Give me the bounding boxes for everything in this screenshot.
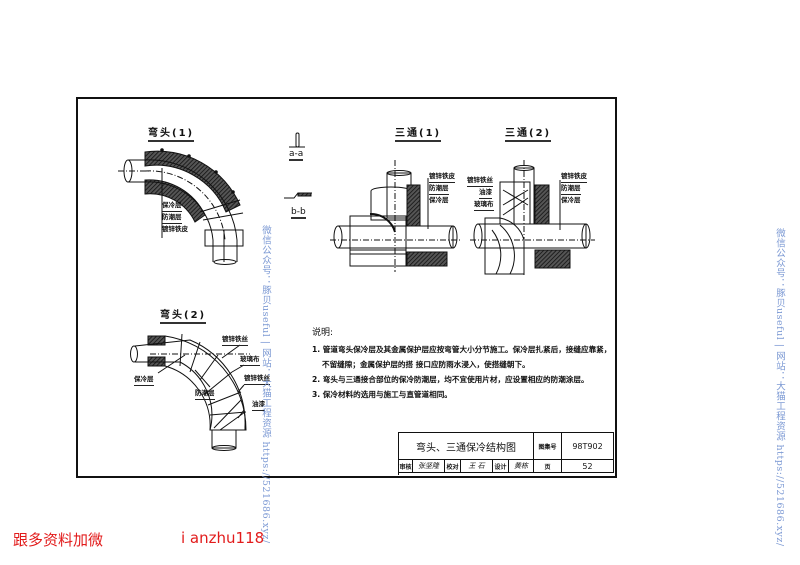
page-label: 页 <box>534 460 562 473</box>
section-symbols <box>284 132 312 199</box>
elbow-2-label-paint: 油漆 <box>252 398 265 411</box>
note-1-continued: 不留缝隙；金属保护层的搭 接口应防雨水浸入，使搭缝朝下。 <box>322 360 530 369</box>
note-1: 1. 管道弯头保冷层及其金属保护层应按弯管大小分节施工。保冷层扎紧后，接缝应靠紧… <box>312 345 612 354</box>
atlas-no: 98T902 <box>562 433 614 460</box>
elbow-2-label-vapor-barrier: 防潮层 <box>195 387 215 400</box>
promo-text-left: 跟多资料加微 <box>13 531 104 549</box>
review-signature: 张坚隆 <box>413 460 445 473</box>
notes-section: 说明: 1. 管道弯头保冷层及其金属保护层应按弯管大小分节施工。保冷层扎紧后，接… <box>312 326 611 402</box>
elbow-1-title: 弯头(1) <box>148 124 195 142</box>
review-label: 审核 <box>399 460 413 473</box>
note-2: 2. 弯头与三通接合部位的保冷防潮层，均不宜使用片材，应设置相应的防潮涂层。 <box>312 375 589 384</box>
section-aa-label: a-a <box>289 149 304 161</box>
watermark-center: 微信公众号：豚贝useful | 网站：大猫工程资源 https://52168… <box>260 225 271 544</box>
tee-2-title: 三通(2) <box>505 124 552 142</box>
tee-1-label-vapor-barrier: 防潮层 <box>429 182 449 195</box>
tee-2-label-vapor-barrier: 防潮层 <box>561 182 581 195</box>
check-signature: 王 石 <box>461 460 493 473</box>
tee-1-title: 三通(1) <box>395 124 442 142</box>
promo-text-right: i anzhu118 <box>181 529 265 547</box>
notes-heading: 说明: <box>312 328 334 338</box>
tee-2-label-paint: 油漆 <box>479 186 492 199</box>
elbow-2-label-insulation: 保冷层 <box>134 373 154 386</box>
elbow-2-diagram <box>130 333 250 451</box>
title-block: 弯头、三通保冷结构图 图集号 98T902 审核 张坚隆 校对 王 石 设计 黄… <box>398 432 614 475</box>
design-label: 设计 <box>493 460 509 473</box>
tee-1-label-galvanized-sheet: 镀锌铁皮 <box>429 170 455 183</box>
tee-2-label-glass-cloth: 玻璃布 <box>474 198 494 211</box>
elbow-1-label-insulation: 保冷层 <box>162 199 182 212</box>
drawing-title: 弯头、三通保冷结构图 <box>399 433 534 460</box>
elbow-2-title: 弯头(2) <box>160 306 207 324</box>
elbow-1-label-galvanized-sheet: 镀锌铁皮 <box>162 225 188 233</box>
tee-2-label-galvanized-wire: 镀锌铁丝 <box>467 174 493 187</box>
elbow-2-label-galvanized-wire: 镀锌铁丝 <box>244 372 270 385</box>
note-3: 3. 保冷材料的选用与施工与直管道相同。 <box>312 390 452 399</box>
elbow-2-label-glass-cloth: 玻璃布 <box>240 353 260 366</box>
tee-2-label-galvanized-sheet: 镀锌铁皮 <box>561 170 587 183</box>
section-bb-label: b-b <box>291 207 306 219</box>
design-signature: 黄栋 <box>509 460 534 473</box>
tee-1-label-insulation: 保冷层 <box>429 196 449 204</box>
check-label: 校对 <box>445 460 461 473</box>
watermark-right: 微信公众号：豚贝useful | 网站：大猫工程资源 https://52168… <box>774 228 785 547</box>
tee-1-diagram <box>330 160 460 272</box>
elbow-2-label-galvanized-wire-top: 镀锌铁丝 <box>222 333 248 346</box>
tee-2-label-insulation: 保冷层 <box>561 196 581 204</box>
elbow-1-label-vapor-barrier: 防潮层 <box>162 211 182 224</box>
drawing-frame <box>76 97 617 478</box>
tee-2-diagram <box>470 160 595 275</box>
page-number: 52 <box>562 460 614 473</box>
atlas-no-label: 图集号 <box>534 433 562 460</box>
elbow-1-diagram <box>118 148 244 265</box>
